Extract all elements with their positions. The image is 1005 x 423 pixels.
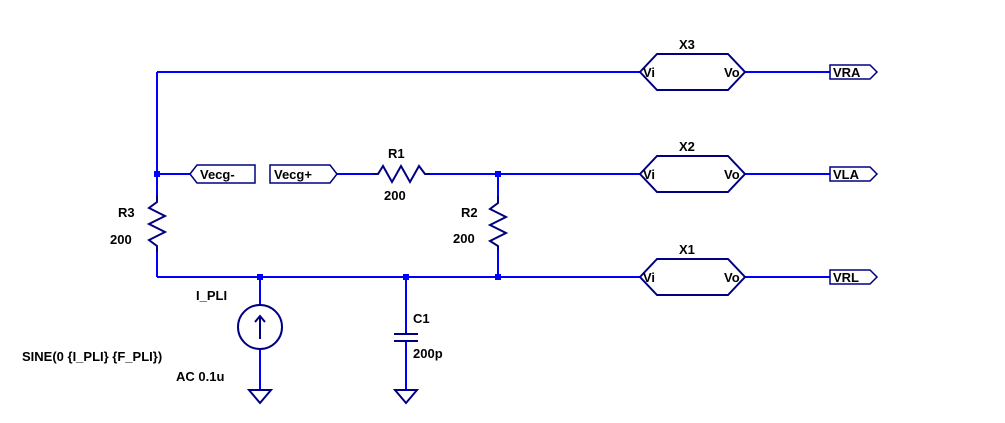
c1-ref: C1 [413, 311, 430, 326]
vecg-plus-text: Vecg+ [274, 167, 312, 182]
ground-c1 [392, 389, 420, 405]
x2-in-pin: Vi [643, 167, 655, 182]
r1-body [373, 163, 430, 185]
ground-icon [246, 389, 274, 405]
x3-in-pin: Vi [643, 65, 655, 80]
i-pli-ref: I_PLI [196, 288, 227, 303]
net-label-vla[interactable]: VLA [829, 166, 879, 182]
x2-out-pin: Vo [724, 167, 740, 182]
i-pli-spec: SINE(0 {I_PLI} {F_PLI}) [22, 349, 162, 364]
junction-dot [403, 274, 409, 280]
ground-ipli [246, 389, 274, 405]
x3-body [638, 53, 747, 91]
net-label-vecg-minus[interactable]: Vecg- [189, 164, 256, 184]
r2-value: 200 [453, 231, 475, 246]
resistor-r1[interactable]: R1 200 [373, 146, 430, 203]
junction-dot [495, 171, 501, 177]
i-pli-arrow-head-icon [254, 314, 266, 323]
ground-icon [392, 389, 420, 405]
x1-ref: X1 [679, 242, 695, 257]
i-pli-body [237, 304, 283, 350]
junction-dot [495, 274, 501, 280]
resistor-r2[interactable]: R2 200 [453, 196, 509, 250]
resistor-r3[interactable]: R3 200 [110, 195, 168, 252]
subcircuit-x1[interactable]: X1 Vi Vo [638, 242, 747, 296]
junctions [154, 171, 501, 280]
r3-ref: R3 [118, 205, 135, 220]
vecg-minus-text: Vecg- [200, 167, 235, 182]
r1-value: 200 [384, 188, 406, 203]
vla-text: VLA [833, 167, 860, 182]
subcircuit-x3[interactable]: X3 Vi Vo [638, 37, 747, 91]
junction-dot [257, 274, 263, 280]
vra-flag [829, 64, 879, 80]
wires [156, 71, 830, 390]
capacitor-c1[interactable]: C1 200p [394, 311, 443, 361]
x2-ref: X2 [679, 139, 695, 154]
vecg-minus-flag [189, 164, 256, 184]
r3-body [146, 195, 168, 252]
junction-dot [154, 171, 160, 177]
x1-out-pin: Vo [724, 270, 740, 285]
r2-body [487, 196, 509, 250]
r2-ref: R2 [461, 205, 478, 220]
vrl-flag [829, 269, 879, 285]
x2-body [638, 155, 747, 193]
i-pli-ac: AC 0.1u [176, 369, 224, 384]
vrl-text: VRL [833, 270, 859, 285]
x3-ref: X3 [679, 37, 695, 52]
x1-in-pin: Vi [643, 270, 655, 285]
c1-value: 200p [413, 346, 443, 361]
r1-ref: R1 [388, 146, 405, 161]
x1-body [638, 258, 747, 296]
r3-value: 200 [110, 232, 132, 247]
net-label-vrl[interactable]: VRL [829, 269, 879, 285]
current-source-i-pli[interactable]: I_PLI SINE(0 {I_PLI} {F_PLI}) AC 0.1u [22, 288, 283, 384]
vla-flag [829, 166, 879, 182]
vra-text: VRA [833, 65, 861, 80]
net-label-vecg-plus[interactable]: Vecg+ [269, 164, 338, 184]
subcircuit-x2[interactable]: X2 Vi Vo [638, 139, 747, 193]
net-label-vra[interactable]: VRA [829, 64, 879, 80]
vecg-plus-flag [269, 164, 338, 184]
x3-out-pin: Vo [724, 65, 740, 80]
